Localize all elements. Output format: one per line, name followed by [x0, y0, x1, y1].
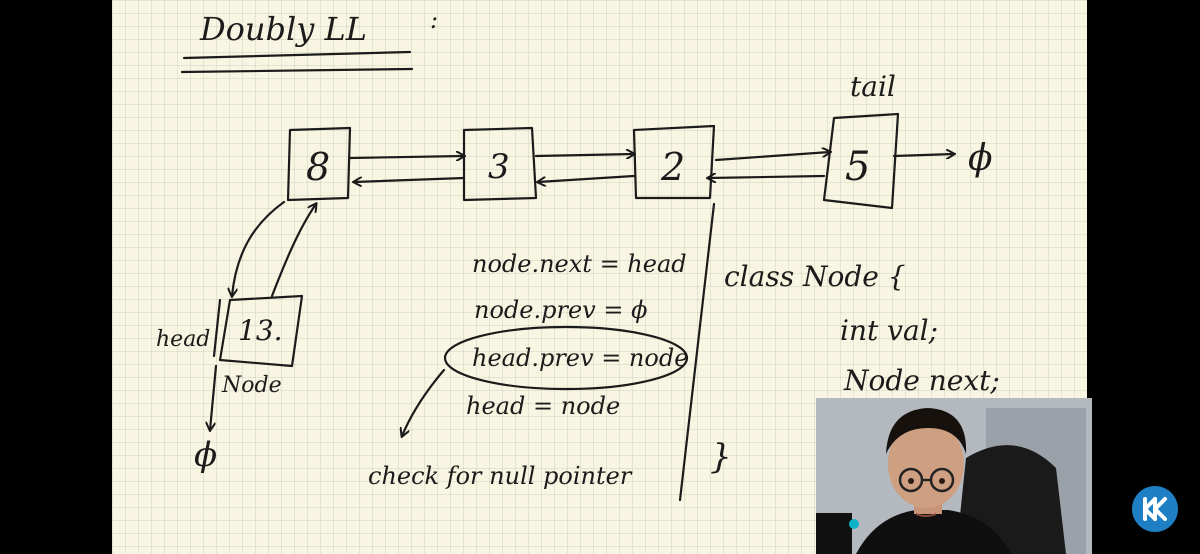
code-line-1: node.next = head: [472, 250, 687, 278]
node-label: Node: [221, 373, 282, 398]
head-marker: [212, 298, 222, 358]
class-line-3: Node next;: [843, 364, 1000, 397]
node-value-3: 3: [488, 147, 510, 187]
null-right: ϕ: [968, 138, 993, 179]
handwritten-notes: Doubly LL :: [156, 6, 1000, 502]
arrow-next-2-5: [714, 152, 830, 162]
code-line-4: head = node: [466, 392, 620, 420]
arrow-next-8-3: [348, 156, 464, 158]
class-line-2: int val;: [840, 314, 938, 347]
presenter-webcam-icon: [816, 398, 1092, 554]
arrow-prev-3-8: [354, 178, 466, 182]
channel-logo: [1131, 485, 1179, 533]
null-bottom: ϕ: [194, 435, 217, 475]
head-label: head: [156, 327, 210, 352]
node-box-5: [822, 112, 900, 210]
node-box-2: [632, 124, 716, 200]
arrow-prev-5-2: [708, 176, 826, 178]
arrow-next-3-2: [534, 154, 634, 156]
arrow-13-down-null: [210, 364, 218, 430]
title-colon: :: [430, 6, 438, 34]
code-line-3: head.prev = node: [472, 344, 688, 372]
code-line-2: node.prev = ϕ: [474, 296, 647, 324]
node-value-8: 8: [306, 145, 330, 189]
title-underline: [182, 50, 412, 60]
class-close-brace: }: [710, 437, 732, 477]
title-underline-2: [180, 67, 414, 74]
highlight-ellipse: [443, 325, 689, 391]
node-box-13: [218, 294, 304, 368]
node-value-5: 5: [845, 144, 870, 190]
page-title: Doubly LL: [199, 10, 367, 48]
arrow-to-check-note: [402, 368, 446, 436]
node-box-8: [286, 126, 352, 202]
node-value-2: 2: [660, 145, 685, 189]
notes-canvas: Doubly LL :: [112, 0, 1087, 554]
node-box-3: [462, 126, 538, 202]
arrow-prev-2-3: [538, 174, 636, 182]
class-line-1: class Node {: [724, 260, 906, 293]
arrow-13-next-8: [270, 204, 316, 298]
arrow-13-to-8-prev: [232, 200, 286, 296]
webcam-overlay: [816, 398, 1092, 554]
tail-label: tail: [850, 70, 896, 103]
divider-line: [678, 202, 716, 502]
check-null-note: check for null pointer: [368, 462, 633, 490]
kk-logo-icon: [1132, 486, 1178, 532]
new-node-value: 13.: [238, 314, 283, 347]
arrow-next-5-null: [892, 154, 954, 156]
